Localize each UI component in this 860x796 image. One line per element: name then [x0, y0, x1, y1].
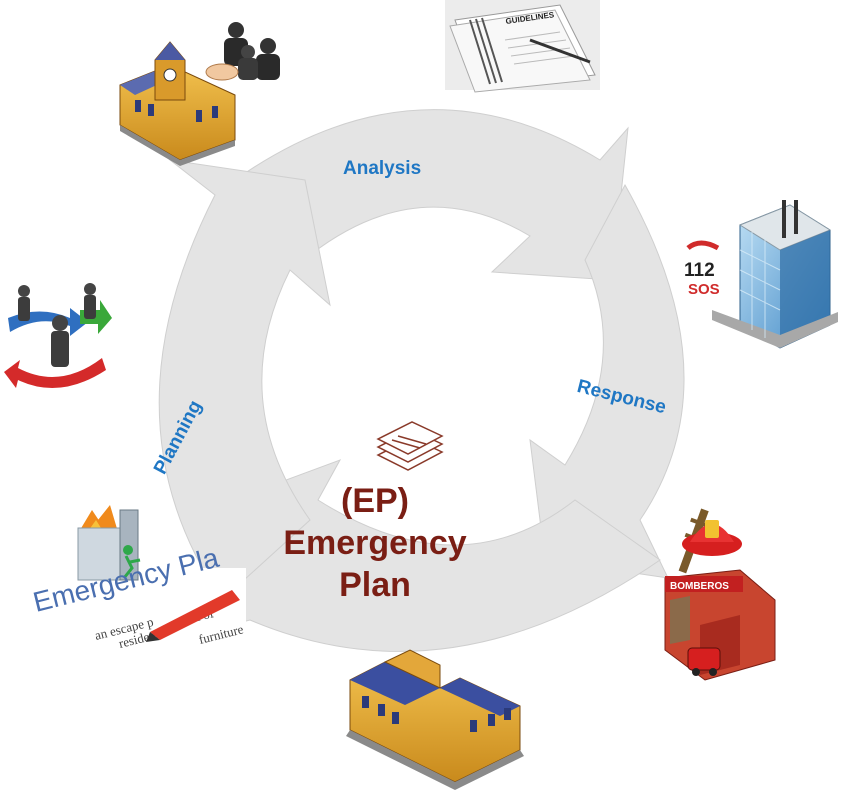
town-hall-handshake-icon [119, 22, 280, 166]
cycle-arrows [158, 109, 685, 652]
sos-label: SOS [688, 281, 720, 298]
school-building-icon [346, 649, 524, 790]
arrow-response-segment [529, 183, 685, 579]
guidelines-document-icon: GUIDELINES [445, 0, 600, 93]
people-arrows-icon [4, 283, 112, 388]
skyscraper-sos-icon: 112 SOS [684, 200, 838, 349]
papers-stack-icon [376, 421, 444, 471]
center-title: (EP) Emergency Plan [255, 480, 495, 606]
arrow-analysis-segment [234, 109, 629, 281]
emergency-plan-document-icon: Emergency Pla an escape p residence cati… [24, 505, 246, 651]
fire-station-icon: BOMBEROS [664, 508, 776, 681]
fire-station-sign: BOMBEROS [670, 581, 729, 592]
center-title-line2: Emergency [283, 524, 467, 562]
center-title-abbrev: (EP) [341, 482, 409, 520]
analysis-label: Analysis [343, 158, 422, 179]
emergency-number-label: 112 [684, 260, 715, 281]
center-title-line3: Plan [339, 566, 411, 604]
arrow-planning-segment [158, 159, 331, 601]
